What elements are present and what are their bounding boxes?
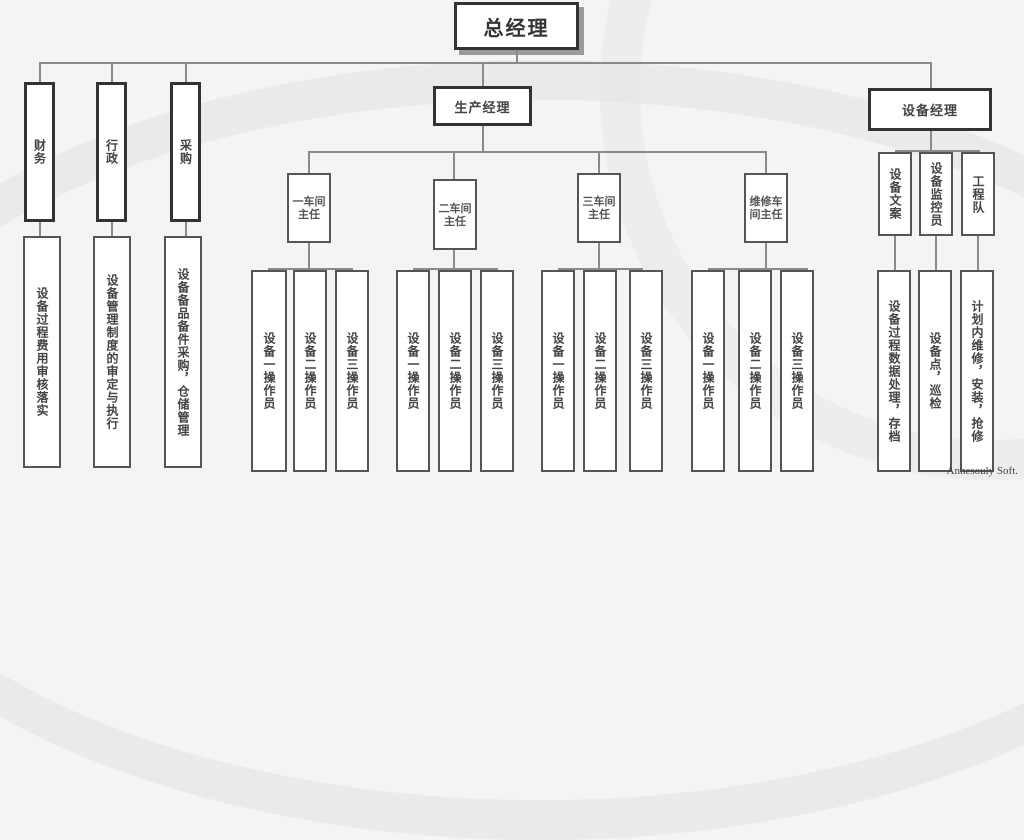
watermark: Anhesouly Soft. <box>946 465 1019 477</box>
connector <box>308 243 310 269</box>
equipment-manager-box: 设备经理 <box>868 88 992 131</box>
connector <box>894 236 896 270</box>
unit-label: 工程队 <box>971 174 985 214</box>
workshop-label: 三车间主任 <box>582 195 616 221</box>
connector <box>413 268 498 270</box>
connector <box>39 222 41 236</box>
workshop-1-box: 一车间主任 <box>287 173 331 243</box>
duty-text: 设备点，巡检 <box>928 332 942 410</box>
workshop-label: 维修车间主任 <box>749 195 783 221</box>
worker-box: 设备二操作员 <box>293 270 327 472</box>
workshop-label: 二车间主任 <box>438 201 472 228</box>
worker-box: 设备二操作员 <box>738 270 772 472</box>
connector <box>185 62 187 82</box>
dept-purchase-duty-box: 设备备品备件采购，仓储管理 <box>164 236 202 468</box>
worker-box: 设备一操作员 <box>541 270 575 472</box>
connector <box>765 243 767 269</box>
dept-purchase-box: 采购 <box>170 82 201 222</box>
worker-label: 设备三操作员 <box>345 332 359 410</box>
worker-label: 设备一操作员 <box>551 332 565 410</box>
dept-label: 财务 <box>32 139 47 165</box>
worker-label: 设备一操作员 <box>701 332 715 410</box>
unit-label: 设备监控员 <box>929 161 943 227</box>
worker-box: 设备一操作员 <box>251 270 287 472</box>
equipment-duty-box: 设备点，巡检 <box>918 270 952 472</box>
production-manager-label: 生产经理 <box>454 100 511 116</box>
production-manager-box: 生产经理 <box>433 86 532 126</box>
connector <box>708 268 808 270</box>
duty-text: 设备备品备件采购，仓储管理 <box>176 267 190 437</box>
workshop-label: 一车间主任 <box>292 195 326 221</box>
worker-label: 设备三操作员 <box>639 332 653 410</box>
connector <box>268 268 353 270</box>
worker-label: 设备二操作员 <box>448 332 462 410</box>
worker-box: 设备三操作员 <box>629 270 663 472</box>
equipment-duty-box: 计划内维修，安装，抢修 <box>960 270 994 472</box>
connector <box>598 151 600 173</box>
connector <box>516 50 518 62</box>
workshop-2-box: 二车间主任 <box>433 179 477 250</box>
duty-text: 计划内维修，安装，抢修 <box>970 299 984 443</box>
duty-text: 设备过程费用审核落实 <box>35 287 49 417</box>
worker-label: 设备三操作员 <box>490 332 504 410</box>
equipment-manager-label: 设备经理 <box>901 104 958 119</box>
connector <box>482 62 484 86</box>
duty-text: 设备过程数据处理，存档 <box>887 299 901 443</box>
worker-label: 设备三操作员 <box>790 332 804 410</box>
worker-box: 设备二操作员 <box>438 270 472 472</box>
equipment-unit-box: 设备监控员 <box>919 152 953 236</box>
connector <box>977 236 979 270</box>
worker-label: 设备二操作员 <box>303 332 317 410</box>
equipment-duty-box: 设备过程数据处理，存档 <box>877 270 911 472</box>
dept-finance-box: 财务 <box>24 82 55 222</box>
general-manager-label: 总经理 <box>483 15 550 40</box>
worker-box: 设备三操作员 <box>335 270 369 472</box>
dept-admin-duty-box: 设备管理制度的审定与执行 <box>93 236 131 468</box>
worker-label: 设备一操作员 <box>262 332 276 410</box>
worker-box: 设备三操作员 <box>780 270 814 472</box>
worker-label: 设备二操作员 <box>748 332 762 410</box>
connector <box>930 131 932 151</box>
connector <box>453 151 455 179</box>
connector <box>111 62 113 82</box>
workshop-3-box: 三车间主任 <box>577 173 621 243</box>
general-manager-box: 总经理 <box>454 2 579 50</box>
connector <box>453 250 455 269</box>
dept-admin-box: 行政 <box>96 82 127 222</box>
dept-label: 采购 <box>178 139 193 165</box>
connector <box>558 268 643 270</box>
dept-label: 行政 <box>104 139 119 165</box>
connector <box>930 62 932 90</box>
workshop-repair-box: 维修车间主任 <box>744 173 788 243</box>
worker-label: 设备一操作员 <box>406 332 420 410</box>
worker-box: 设备二操作员 <box>583 270 617 472</box>
connector <box>598 243 600 269</box>
worker-box: 设备一操作员 <box>691 270 725 472</box>
dept-finance-duty-box: 设备过程费用审核落实 <box>23 236 61 468</box>
equipment-unit-box: 设备文案 <box>878 152 912 236</box>
connector <box>765 151 767 173</box>
worker-box: 设备三操作员 <box>480 270 514 472</box>
connector <box>39 62 41 82</box>
unit-label: 设备文案 <box>888 168 902 220</box>
connector <box>111 222 113 236</box>
worker-label: 设备二操作员 <box>593 332 607 410</box>
connector <box>482 126 484 152</box>
connector <box>935 236 937 270</box>
connector <box>308 151 310 173</box>
equipment-unit-box: 工程队 <box>961 152 995 236</box>
connector <box>895 150 980 152</box>
worker-box: 设备一操作员 <box>396 270 430 472</box>
duty-text: 设备管理制度的审定与执行 <box>105 274 119 430</box>
connector <box>308 151 766 153</box>
connector <box>39 62 932 64</box>
connector <box>185 222 187 236</box>
